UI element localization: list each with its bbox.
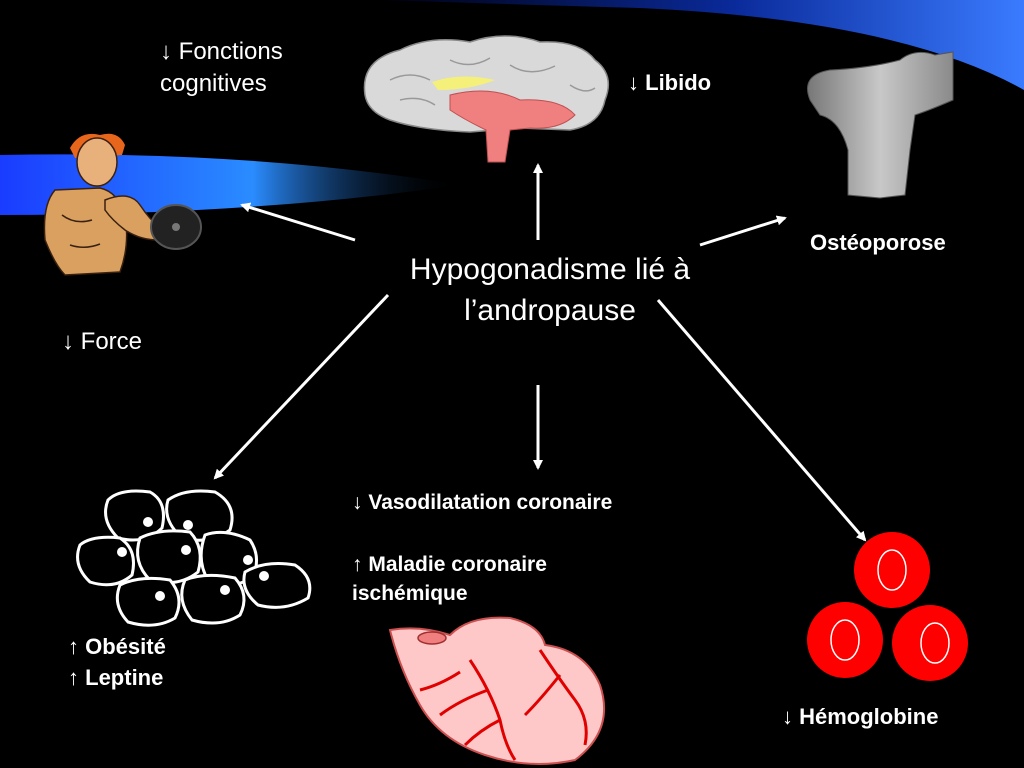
increase-arrow-icon: ↑	[352, 553, 363, 576]
hemoglobine-label: ↓ Hémoglobine	[782, 704, 939, 729]
leptine-label: ↑ Leptine	[68, 664, 164, 690]
obesite-label: ↑ Obésité ↑ Leptine	[68, 632, 166, 694]
arrow-to-fat	[213, 293, 390, 480]
heart-body	[388, 616, 606, 765]
decrease-arrow-icon: ↓	[160, 38, 172, 65]
increase-arrow-icon: ↑	[68, 664, 79, 690]
decrease-arrow-icon: ↓	[782, 704, 793, 729]
central-concept: Hypogonadisme lié à l’andropause	[380, 250, 720, 331]
central-concept-line1: Hypogonadisme lié à	[409, 253, 691, 286]
red-blood-cell	[854, 532, 930, 608]
central-concept-line2: l’andropause	[464, 293, 636, 327]
osteoporose-label: Ostéoporose	[810, 230, 946, 255]
brain-corpus-callosum	[432, 76, 495, 90]
brain-stem	[449, 90, 576, 163]
top-right-swoosh	[380, 0, 1024, 90]
decrease-arrow-icon: ↓	[628, 70, 639, 95]
decrease-arrow-icon: ↓	[62, 328, 74, 355]
fat-cell	[115, 576, 181, 627]
cognitive-label: ↓ Fonctions cognitives	[160, 38, 283, 98]
athlete-head	[76, 137, 118, 187]
red-blood-cell	[807, 602, 883, 678]
arrow-to-blood	[656, 299, 867, 542]
increase-arrow-icon: ↑	[68, 634, 79, 659]
fat-cell	[165, 489, 234, 542]
vasodilatation-label: ↓ Vasodilatation coronaire	[352, 491, 613, 514]
force-label: ↓ Force	[62, 328, 143, 355]
heart-vessels	[419, 649, 588, 761]
arrow-to-bone	[699, 215, 787, 247]
fat-cell	[136, 529, 202, 585]
arrow-to-athlete	[240, 202, 356, 242]
fat-cell	[104, 489, 165, 542]
heart-aorta	[417, 631, 447, 645]
femur-bone	[807, 51, 954, 199]
red-blood-cell	[892, 605, 968, 681]
decrease-arrow-icon: ↓	[352, 491, 363, 514]
libido-label: ↓ Libido	[628, 70, 712, 95]
maladie-coronaire-label: ↑ Maladie coronaire ischémique	[352, 553, 547, 606]
